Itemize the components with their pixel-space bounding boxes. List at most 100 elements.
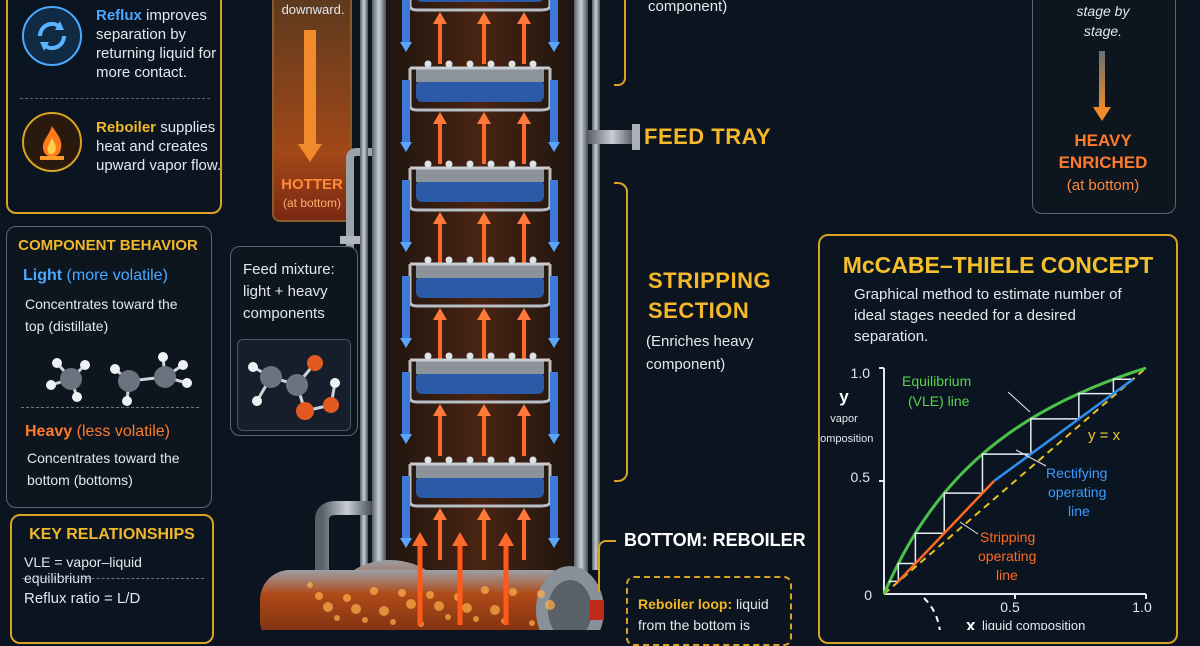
heavy-enriched-sub: (at bottom): [1066, 177, 1140, 194]
feed-mixture-text: Feed mixture: light + heavy components: [243, 261, 335, 322]
q-line: [923, 597, 941, 630]
heavy-enriched-title-2: ENRICHED: [1058, 153, 1148, 172]
diagonal-label: y = x: [1088, 427, 1121, 444]
tray: [400, 0, 560, 64]
y-axis-sub-1: vapor: [830, 413, 858, 425]
bubble: [537, 590, 545, 598]
tick-label: 1.0: [1132, 599, 1152, 615]
bubble: [434, 601, 444, 611]
bubble: [323, 602, 333, 612]
mccabe-desc: Graphical method to estimate number of i…: [854, 286, 1122, 345]
reboiler-loop-title: Reboiler loop:: [638, 596, 733, 612]
reflux-text: improves separation by returning liquid …: [96, 7, 217, 81]
x-axis-sub: liquid composition: [982, 618, 1085, 630]
down-arrow-icon: [1093, 107, 1111, 121]
key-relationships-panel: KEY RELATIONSHIPS VLE = vapor–liquid equ…: [10, 514, 214, 644]
tray: [400, 160, 560, 264]
bubble: [406, 599, 416, 609]
relationship-item: Reflux ratio = L/D: [24, 590, 141, 607]
reboiler-loop-panel: Reboiler loop: liquid from the bottom is: [626, 576, 792, 646]
diagonal-line: [883, 367, 1147, 595]
tick-label: 0: [864, 587, 872, 603]
rectifying-label-3: line: [1068, 503, 1090, 519]
recycle-icon: [22, 6, 82, 66]
bubble: [481, 586, 489, 594]
bubble: [462, 603, 472, 613]
bubble: [379, 606, 389, 616]
stage-text-1: stage by: [1076, 3, 1130, 19]
hotter-title: HOTTER: [281, 176, 343, 193]
tick-label: 0.5: [851, 469, 871, 485]
y-axis-label: y: [839, 387, 849, 406]
bubble: [390, 619, 396, 625]
stripping-label-2: operating: [978, 548, 1036, 564]
component-behavior-title: COMPONENT BEHAVIOR: [18, 237, 198, 254]
hotter-sub: (at bottom): [282, 196, 342, 210]
bubble: [509, 588, 517, 596]
temp-top-text: downward.: [281, 2, 345, 17]
bubble: [529, 620, 535, 626]
key-relationships-title: KEY RELATIONSHIPS: [29, 526, 195, 543]
bubble: [307, 582, 313, 588]
bubble: [351, 604, 361, 614]
feed-tray-label: FEED TRAY: [644, 124, 772, 149]
temperature-gradient-bar: downward. HOTTER (at bottom): [272, 0, 352, 222]
heavy-paren: (less volatile): [76, 423, 170, 440]
tick-label: 0.5: [1000, 599, 1020, 615]
rectifying-line: [993, 378, 1134, 483]
stripping-desc: (Enriches heavy component): [646, 333, 754, 373]
feed-mixture-panel: Feed mixture: light + heavy components: [230, 246, 358, 436]
bubble: [426, 591, 434, 599]
tick-label: 1.0: [851, 365, 871, 381]
x-axis-label: x: [966, 616, 976, 630]
reflux-reboiler-panel: Reflux improves separation by returning …: [6, 0, 222, 214]
tray: [400, 60, 560, 164]
bubble: [334, 615, 340, 621]
label-pointer: [959, 521, 979, 535]
label-pointer: [1015, 449, 1047, 467]
reboiler-text: supplies heat and creates upward vapor f…: [96, 119, 222, 174]
bubble: [473, 616, 479, 622]
tray: [400, 352, 560, 456]
equilibrium-label-1: Equilibrium: [902, 373, 971, 389]
stripping-label-3: line: [996, 567, 1018, 583]
heavy-molecule: [248, 355, 340, 420]
relationship-item: VLE = vapor–liquid equilibrium: [24, 554, 142, 586]
top-component-text: component): [648, 0, 728, 15]
reflux-title: Reflux: [96, 7, 142, 24]
stripping-label-1: Stripping: [980, 529, 1035, 545]
light-text: Concentrates toward the top (distillate): [25, 296, 178, 334]
heavy-enriched-panel: stage by stage. HEAVY ENRICHED (at botto…: [1032, 0, 1176, 214]
down-arrow-icon: [304, 30, 316, 148]
bubble: [362, 617, 368, 623]
bubble: [315, 592, 323, 600]
vapor-arrow: [498, 532, 514, 625]
heavy-title: Heavy: [25, 423, 73, 440]
stripping-title-2: SECTION: [648, 298, 750, 323]
vapor-arrow: [452, 532, 468, 625]
bubble: [370, 587, 378, 595]
mccabe-thiele-panel: McCABE–THIELE CONCEPT Graphical method t…: [818, 234, 1178, 644]
y-axis-sub-2: composition: [820, 433, 873, 445]
heavy-text: Concentrates toward the bottom (bottoms): [27, 450, 180, 488]
heavy-enriched-title-1: HEAVY: [1074, 131, 1132, 150]
stage-text-2: stage.: [1083, 23, 1123, 39]
light-title: Light: [23, 267, 63, 284]
reboiler-title: Reboiler: [96, 119, 157, 136]
equilibrium-line: [882, 366, 1147, 595]
bubble: [343, 594, 351, 602]
mccabe-title: McCABE–THIELE CONCEPT: [842, 252, 1154, 278]
light-molecules: [46, 352, 192, 406]
mccabe-chart: y vapor composition 1.0 0.5 0 0.5 1.0 x …: [820, 365, 1152, 630]
rectifying-label-2: operating: [1048, 484, 1106, 500]
vapor-arrow: [412, 532, 428, 625]
tray: [400, 456, 560, 560]
equilibrium-label-2: (VLE) line: [908, 393, 970, 409]
stripping-line: [896, 480, 995, 584]
reboiler-loop-text: liquid from the bottom is: [638, 596, 769, 633]
rectifying-label-1: Rectifying: [1046, 465, 1107, 481]
flame-icon: [22, 112, 82, 172]
bubble: [398, 589, 406, 597]
light-paren: (more volatile): [66, 267, 168, 284]
tray: [400, 256, 560, 360]
